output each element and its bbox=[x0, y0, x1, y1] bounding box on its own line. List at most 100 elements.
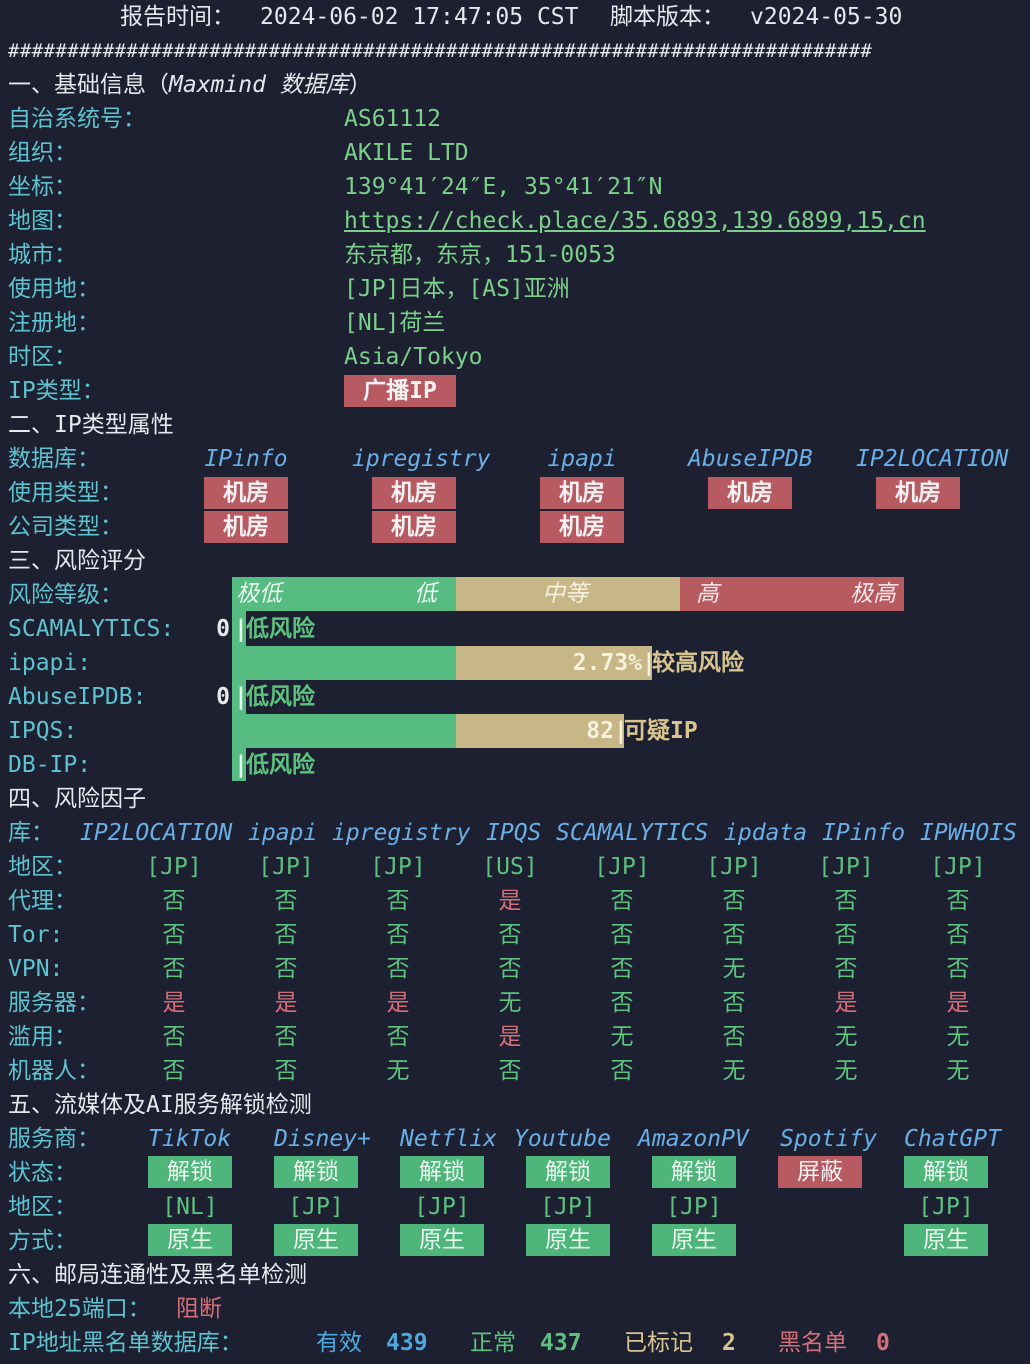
risk-factor-value: 否 bbox=[162, 956, 186, 982]
risk-factor-value: [JP] bbox=[258, 854, 314, 880]
risk-library-name: IPinfo bbox=[822, 820, 906, 846]
risk-factor-label: 滥用： bbox=[8, 1024, 77, 1050]
info-key: 时区： bbox=[8, 344, 77, 370]
mode-label: 方式： bbox=[8, 1228, 77, 1254]
info-value: [NL]荷兰 bbox=[344, 310, 446, 336]
blacklist-label-count: 黑名单 bbox=[778, 1330, 847, 1356]
info-value: 东京都，东京，151-0053 bbox=[344, 242, 616, 268]
database-label: 数据库： bbox=[8, 446, 100, 472]
risk-factor-value: 否 bbox=[834, 956, 858, 982]
info-key: 坐标： bbox=[8, 174, 77, 200]
risk-source-label: DB-IP: bbox=[8, 752, 92, 778]
risk-factor-value: 否 bbox=[610, 956, 634, 982]
risk-verdict: 低风险 bbox=[246, 684, 315, 710]
risk-score: 2.73% bbox=[572, 650, 642, 676]
report-time-label: 报告时间： bbox=[120, 4, 235, 30]
risk-source-label: ipapi: bbox=[8, 650, 92, 676]
company-type-badge: 机房 bbox=[372, 511, 456, 543]
risk-factor-value: 否 bbox=[274, 888, 298, 914]
marked-count: 2 bbox=[722, 1330, 736, 1356]
risk-factor-value: 是 bbox=[834, 990, 858, 1016]
marked-label: 已标记 bbox=[624, 1330, 693, 1356]
scale-high: 高 bbox=[696, 581, 719, 607]
risk-factor-value: 否 bbox=[610, 990, 634, 1016]
risk-factor-value: 无 bbox=[834, 1024, 858, 1050]
info-value: AKILE LTD bbox=[344, 140, 469, 166]
risk-library-name: ipapi bbox=[248, 820, 318, 846]
script-version: v2024-05-30 bbox=[750, 4, 903, 30]
section-risk-score-title: 三、风险评分 bbox=[8, 548, 146, 574]
port25-status: 阻断 bbox=[176, 1296, 222, 1322]
unlock-state-badge: 屏蔽 bbox=[778, 1156, 862, 1188]
company-type-badge: 机房 bbox=[540, 511, 624, 543]
risk-factor-value: [JP] bbox=[818, 854, 874, 880]
usage-type-badge: 机房 bbox=[708, 477, 792, 509]
risk-factor-value: [JP] bbox=[594, 854, 650, 880]
risk-factor-value: [US] bbox=[482, 854, 538, 880]
risk-factor-value: [JP] bbox=[930, 854, 986, 880]
risk-separator: | bbox=[234, 684, 248, 710]
risk-factor-value: 无 bbox=[722, 1058, 746, 1084]
info-value: AS61112 bbox=[344, 106, 441, 132]
risk-factor-value: 无 bbox=[386, 1058, 410, 1084]
risk-factor-value: [JP] bbox=[146, 854, 202, 880]
risk-factor-value: 否 bbox=[386, 922, 410, 948]
scale-low: 低 bbox=[414, 581, 437, 607]
risk-factor-value: 否 bbox=[274, 1058, 298, 1084]
service-name: TikTok bbox=[148, 1126, 232, 1152]
valid-count: 439 bbox=[386, 1330, 428, 1356]
risk-factor-value: 是 bbox=[498, 888, 522, 914]
risk-source-label: SCAMALYTICS: bbox=[8, 616, 175, 642]
usage-type-badge: 机房 bbox=[204, 477, 288, 509]
usage-type-badge: 机房 bbox=[540, 477, 624, 509]
info-key: 自治系统号： bbox=[8, 106, 146, 132]
risk-factor-value: 否 bbox=[610, 888, 634, 914]
company-type-badge: 机房 bbox=[204, 511, 288, 543]
unlock-state-badge: 解锁 bbox=[148, 1156, 232, 1188]
service-region: [NL] bbox=[162, 1194, 218, 1220]
risk-factor-value: 无 bbox=[946, 1024, 970, 1050]
port25-label: 本地25端口： bbox=[8, 1296, 151, 1322]
state-label: 状态： bbox=[8, 1160, 77, 1186]
unlock-state-badge: 解锁 bbox=[652, 1156, 736, 1188]
risk-factor-value: 无 bbox=[946, 1058, 970, 1084]
service-region: [JP] bbox=[288, 1194, 344, 1220]
service-region: [JP] bbox=[666, 1194, 722, 1220]
risk-separator: | bbox=[614, 718, 628, 744]
risk-score: 82 bbox=[586, 718, 614, 744]
risk-factor-value: 否 bbox=[834, 922, 858, 948]
risk-library-name: IP2LOCATION bbox=[80, 820, 233, 846]
risk-factor-value: 否 bbox=[274, 1024, 298, 1050]
risk-separator: | bbox=[234, 752, 248, 778]
risk-factor-value: 否 bbox=[274, 956, 298, 982]
risk-factor-value: 无 bbox=[834, 1058, 858, 1084]
database-name: ipregistry bbox=[352, 446, 491, 472]
risk-factor-value: 否 bbox=[386, 888, 410, 914]
risk-axis-bar bbox=[232, 611, 246, 781]
risk-score: 0 bbox=[216, 616, 230, 642]
separator-line: ########################################… bbox=[8, 40, 873, 62]
scale-medium: 中等 bbox=[542, 581, 588, 607]
risk-factor-label: Tor: bbox=[8, 922, 64, 948]
map-link[interactable]: https://check.place/35.6893,139.6899,15,… bbox=[344, 208, 926, 234]
risk-verdict: 可疑IP bbox=[624, 718, 698, 744]
risk-bar-mid bbox=[456, 714, 624, 748]
usage-type-badge: 机房 bbox=[372, 477, 456, 509]
risk-verdict: 低风险 bbox=[246, 616, 315, 642]
risk-library-name: ipregistry bbox=[332, 820, 471, 846]
risk-factor-value: 无 bbox=[722, 956, 746, 982]
risk-factor-value: 无 bbox=[498, 990, 522, 1016]
stream-region-label: 地区： bbox=[8, 1194, 77, 1220]
unlock-mode-badge: 原生 bbox=[652, 1224, 736, 1256]
risk-level-label: 风险等级： bbox=[8, 582, 123, 608]
service-name: Netflix bbox=[400, 1126, 497, 1152]
info-key: 城市： bbox=[8, 242, 77, 268]
risk-factor-label: 机器人： bbox=[8, 1058, 100, 1084]
unlock-mode-badge: 原生 bbox=[400, 1224, 484, 1256]
usage-type-label: 使用类型： bbox=[8, 480, 123, 506]
scale-very-high: 极高 bbox=[850, 581, 896, 607]
unlock-mode-badge: 原生 bbox=[904, 1224, 988, 1256]
database-name: ipapi bbox=[547, 446, 617, 472]
service-region: [JP] bbox=[540, 1194, 596, 1220]
blacklist-label: IP地址黑名单数据库： bbox=[8, 1330, 243, 1356]
